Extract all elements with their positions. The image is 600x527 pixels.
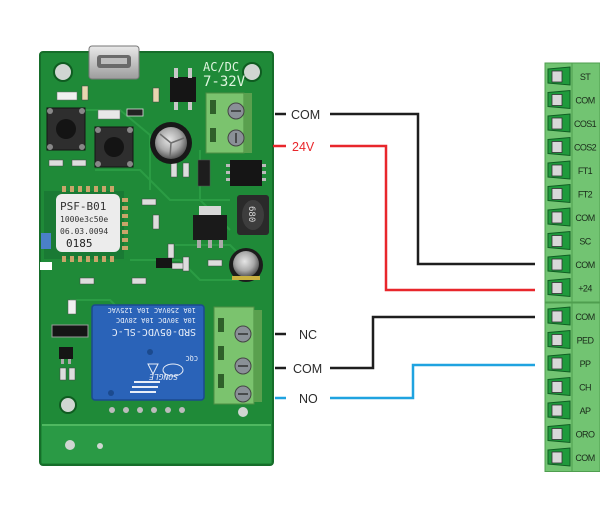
mounting-hole	[53, 62, 73, 82]
terminal-label: FT2	[578, 190, 593, 200]
terminal-slot-sc: SC	[547, 230, 592, 251]
wire-relay-com	[330, 315, 535, 370]
terminal-slot-com: COM	[547, 89, 595, 110]
relay-brand: SONGLE	[149, 372, 178, 381]
transistor	[59, 347, 73, 364]
smd-diode	[51, 324, 89, 338]
tactile-button-1	[46, 107, 86, 151]
terminal-slot-oro: ORO	[547, 423, 596, 444]
power-screw-terminal	[205, 92, 252, 154]
diode	[197, 159, 211, 187]
terminal-label: COS1	[574, 119, 597, 129]
wire-label-nc: NC	[299, 328, 317, 342]
terminal-slot-st: ST	[547, 66, 592, 86]
terminal-slot-ft2: FT2	[547, 183, 593, 204]
terminal-label: COM	[575, 260, 594, 270]
terminal-label: CH	[579, 383, 591, 393]
terminal-label: FT1	[578, 166, 593, 176]
mounting-hole	[242, 62, 262, 82]
terminal-block-lower: COM PED PP CH AP ORO COM	[544, 302, 600, 472]
terminal-label: +24	[578, 284, 592, 294]
terminal-slot-com: COM	[547, 207, 595, 227]
terminal-slot-com: COM	[547, 254, 595, 274]
terminal-label: COM	[575, 213, 594, 223]
terminal-slot-cos2: COS2	[547, 136, 597, 157]
inductor: 680	[237, 195, 269, 235]
tactile-button-2	[94, 126, 134, 168]
module-label-date: 06.03.0094	[60, 227, 108, 236]
terminal-slot-ft1: FT1	[547, 160, 593, 180]
mounting-hole	[59, 396, 77, 414]
wire-label-relay-com: COM	[293, 362, 322, 376]
wire-label-power-com: COM	[291, 108, 320, 122]
module-label-id: 1000e3c50e	[60, 215, 108, 224]
wire-label-no: NO	[299, 392, 318, 406]
relay-rating-dc: 10A 30VDC 10A 28VDC	[116, 316, 196, 324]
relay-screw-terminal	[213, 306, 262, 417]
wire-label-24v: 24V	[292, 140, 315, 154]
terminal-slot-pp: PP	[547, 353, 592, 373]
terminal-label: PED	[577, 336, 595, 346]
module-label-model: PSF-B01	[60, 200, 106, 213]
inductor-code: 680	[246, 206, 256, 222]
module-label-batch: 0185	[66, 237, 93, 250]
terminal-label: COM	[575, 96, 594, 106]
terminal-slot-com: COM	[547, 306, 595, 326]
terminal-label: PP	[580, 359, 591, 369]
mounting-hole	[65, 440, 75, 450]
terminal-slot-plus24: +24	[547, 277, 593, 298]
ic-chip	[226, 160, 266, 186]
power-rating-label-voltage: 7-32V	[203, 74, 246, 90]
electrolytic-capacitor-2	[229, 248, 263, 282]
terminal-label: SC	[579, 237, 591, 247]
wire-power-com	[330, 112, 535, 266]
terminal-label: ST	[580, 72, 591, 82]
terminal-label: COM	[575, 312, 594, 322]
bridge-rectifier	[170, 68, 196, 110]
usb-connector	[88, 45, 140, 80]
mounting-hole	[97, 443, 103, 449]
voltage-regulator	[193, 206, 227, 248]
electrolytic-capacitor	[150, 122, 192, 164]
relay: SRD-05VDC-SL-C 10A 30VDC 10A 28VDC 10A 2…	[91, 304, 205, 413]
wire-power-24v	[330, 144, 535, 292]
smd-components	[48, 85, 223, 315]
terminal-label: COM	[575, 453, 594, 463]
terminal-slot-ap: AP	[547, 400, 592, 420]
terminal-slot-com: COM	[547, 447, 595, 467]
wifi-module: PSF-B01 1000e3c50e 06.03.0094 0185	[41, 186, 128, 262]
terminal-label: COS2	[574, 143, 597, 153]
smd-resistors	[59, 367, 76, 381]
terminal-slot-ped: PED	[547, 329, 595, 350]
terminal-slot-ch: CH	[547, 376, 592, 397]
wire-relay-no	[330, 363, 535, 400]
terminal-label: AP	[580, 406, 591, 416]
power-rating-label: AC/DC	[203, 60, 239, 74]
terminal-label: ORO	[576, 430, 595, 440]
wires	[273, 112, 535, 400]
terminal-slot-cos1: COS1	[547, 113, 597, 133]
relay-model: SRD-05VDC-SL-C	[112, 326, 196, 337]
relay-rating-ac: 10A 250VAC 10A 125VAC	[107, 306, 196, 314]
relay-cert: CQC	[185, 354, 198, 362]
